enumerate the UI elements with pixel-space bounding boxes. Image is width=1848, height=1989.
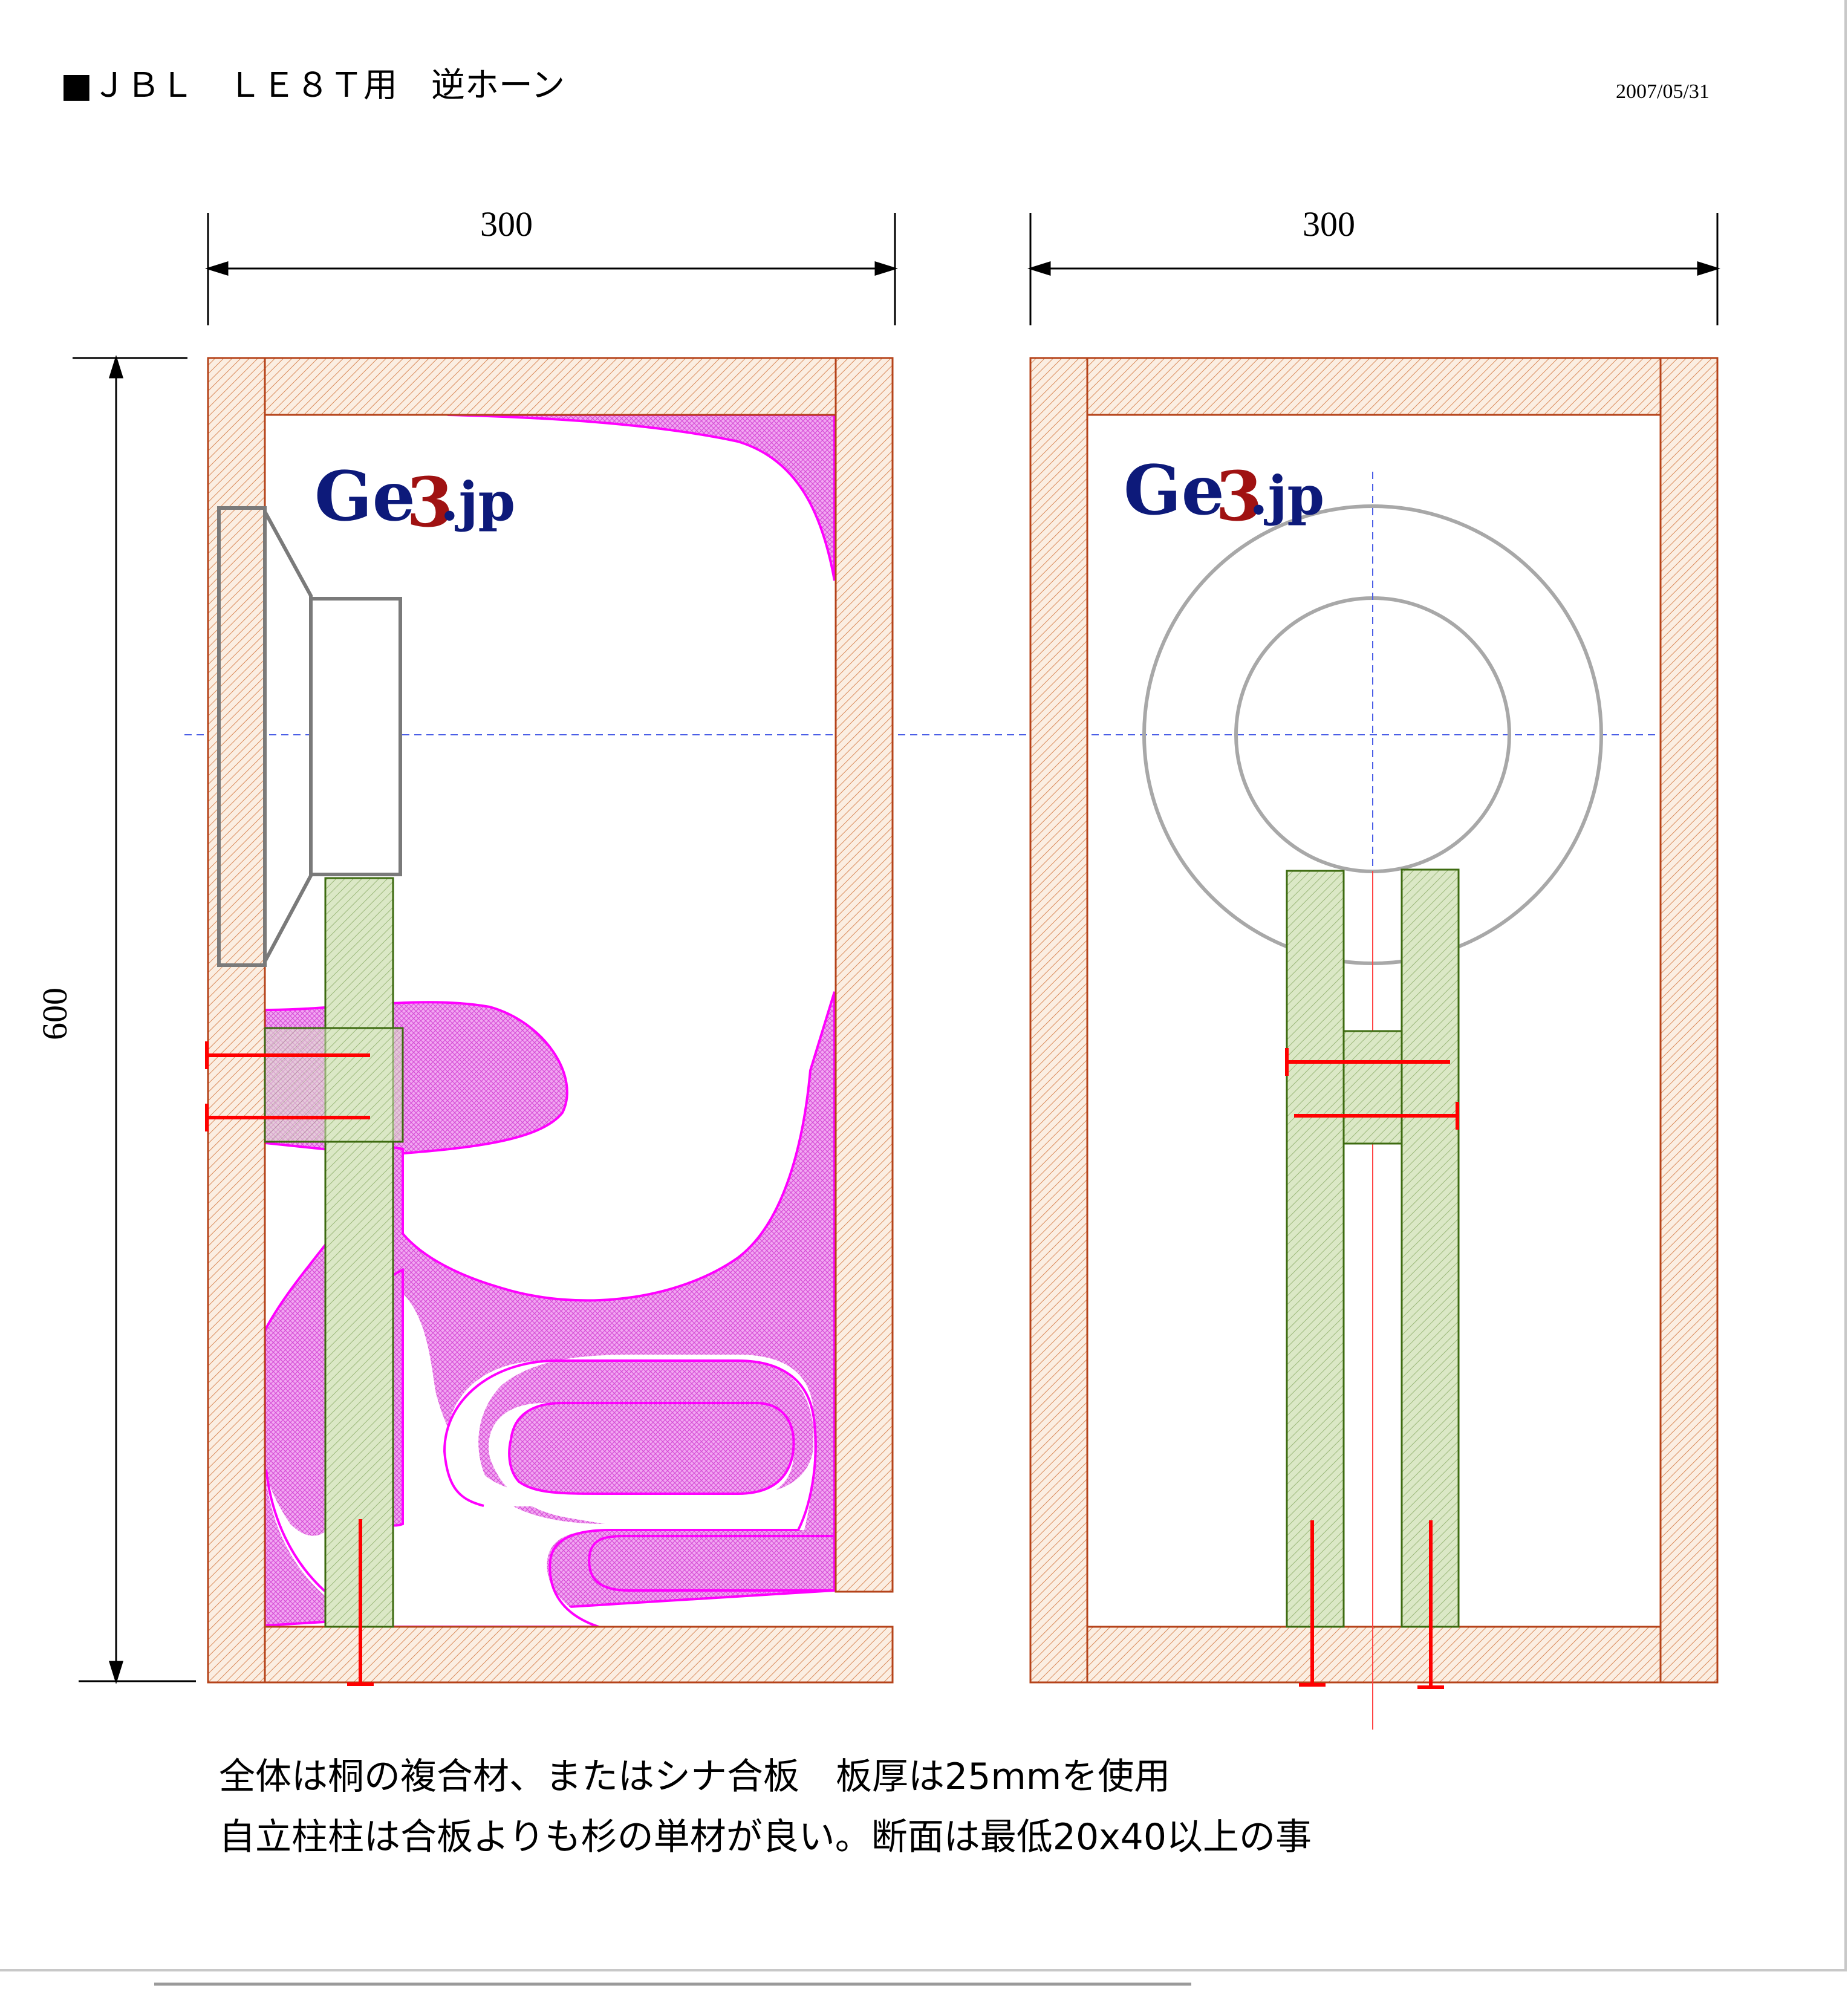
page-title: ■ＪＢＬ ＬＥ８Ｔ用 逆ホーン — [60, 66, 565, 105]
logo-right-main: Ge — [1124, 451, 1225, 530]
left-width-label: 300 — [480, 204, 533, 244]
front-top-panel — [1086, 357, 1662, 416]
horn-inner-loop — [508, 1402, 795, 1495]
front-bottom-panel — [1086, 1626, 1662, 1684]
logo-right: Ge 3 .jp — [1124, 451, 1324, 536]
logo-left-suffix: .jp — [440, 470, 515, 533]
side-bottom-panel — [264, 1626, 894, 1684]
post-spacer-block — [1342, 1030, 1403, 1145]
support-post-side — [324, 877, 394, 1628]
support-post-front-right — [1401, 868, 1460, 1628]
speaker-cone-side — [263, 510, 313, 963]
front-section-view: Ge 3 .jp — [1029, 357, 1719, 1730]
height-dimension — [73, 354, 196, 1685]
logo-left: Ge 3 .jp — [314, 457, 515, 542]
logo-right-swirl: 3 — [1215, 457, 1263, 536]
side-section-view: Ge 3 .jp — [205, 357, 894, 1686]
horn-lower-loop — [588, 1535, 836, 1592]
bolts-front — [1285, 1048, 1459, 1689]
note-post: 自立柱柱は合板よりも杉の単材が良い。断面は最低20x40以上の事 — [219, 1816, 1312, 1858]
logo-left-main: Ge — [314, 457, 415, 536]
side-left-panel — [207, 357, 266, 1684]
note-material: 全体は桐の複合材、またはシナ合板 板厚は25mmを使用 — [219, 1756, 1170, 1798]
right-width-dimension — [1027, 213, 1721, 325]
left-width-dimension — [204, 213, 899, 325]
bolts-side — [205, 1041, 374, 1686]
speaker-magnet-side — [309, 597, 402, 876]
front-right-panel — [1659, 357, 1719, 1684]
speaker-frame-side — [217, 506, 267, 967]
side-right-panel — [835, 357, 894, 1593]
logo-left-swirl: 3 — [406, 463, 454, 542]
support-post-front-left — [1286, 870, 1345, 1628]
right-width-label: 300 — [1303, 204, 1355, 244]
horn-absorber-top — [447, 414, 836, 581]
front-left-panel — [1029, 357, 1088, 1684]
mounting-block-side — [264, 1027, 404, 1143]
logo-right-suffix: .jp — [1249, 464, 1324, 527]
side-top-panel — [264, 357, 837, 416]
height-label: 600 — [35, 988, 74, 1040]
drawing-date: 2007/05/31 — [1616, 80, 1710, 103]
